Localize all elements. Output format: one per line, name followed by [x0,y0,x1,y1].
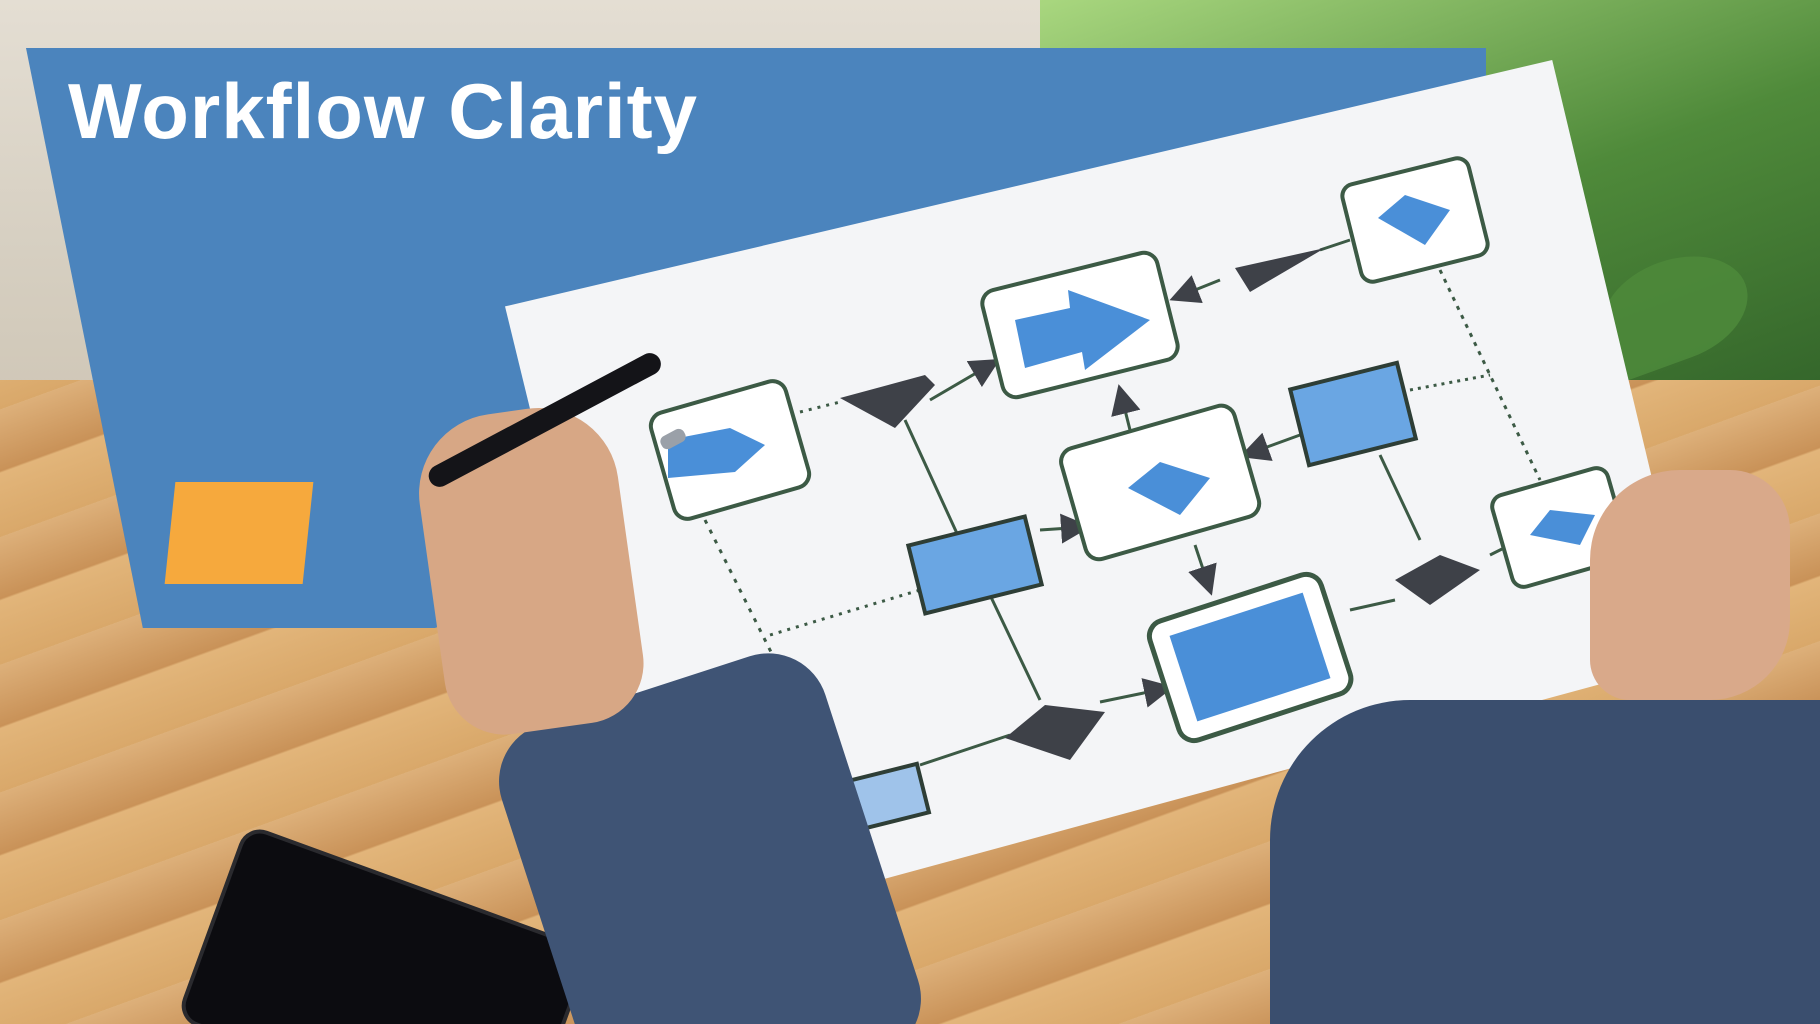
right-hand [1590,470,1790,700]
board-title: Workflow Clarity [68,67,698,155]
right-arm-denim-sleeve [1270,700,1820,1024]
